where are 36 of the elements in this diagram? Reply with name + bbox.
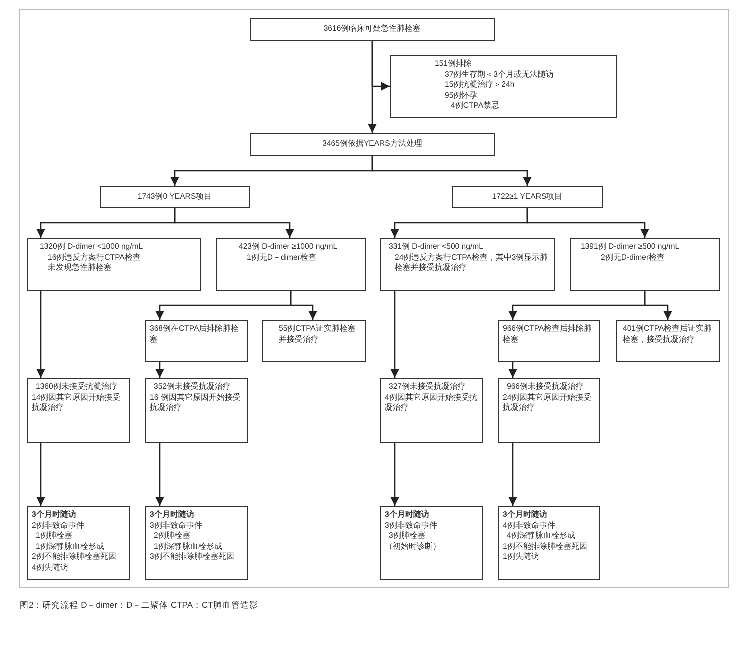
arrow: [372, 41, 390, 92]
arrow: [390, 291, 400, 378]
arrow: [508, 443, 518, 506]
process-box: [262, 320, 366, 362]
process-box: [498, 506, 600, 580]
process-box: [27, 378, 130, 443]
process-box: [452, 186, 603, 208]
process-box: [250, 18, 495, 41]
arrow: [174, 208, 295, 238]
process-box: [616, 320, 720, 362]
process-box: [100, 186, 250, 208]
arrow: [36, 291, 46, 378]
arrow: [36, 443, 46, 506]
arrow: [290, 291, 318, 320]
figure-caption: 图2：研究流程 D－dimer：D－二聚体 CTPA：CT肺血管造影: [20, 600, 258, 612]
process-box: [145, 506, 248, 580]
process-box: [145, 320, 248, 362]
process-box: [380, 378, 483, 443]
process-box: [380, 238, 555, 291]
arrow: [155, 362, 165, 378]
arrow: [526, 208, 650, 238]
arrow: [390, 443, 400, 506]
process-box: [216, 238, 366, 291]
arrow: [372, 156, 532, 186]
process-box: [498, 320, 600, 362]
process-box: [380, 506, 483, 580]
process-box: [27, 506, 130, 580]
process-box: [250, 133, 495, 156]
arrow: [644, 291, 673, 320]
process-box: [27, 238, 201, 291]
arrow: [155, 443, 165, 506]
process-box: [145, 378, 248, 443]
process-box: [498, 378, 600, 443]
arrow: [508, 362, 518, 378]
process-box: [570, 238, 720, 291]
process-box: [390, 55, 617, 118]
